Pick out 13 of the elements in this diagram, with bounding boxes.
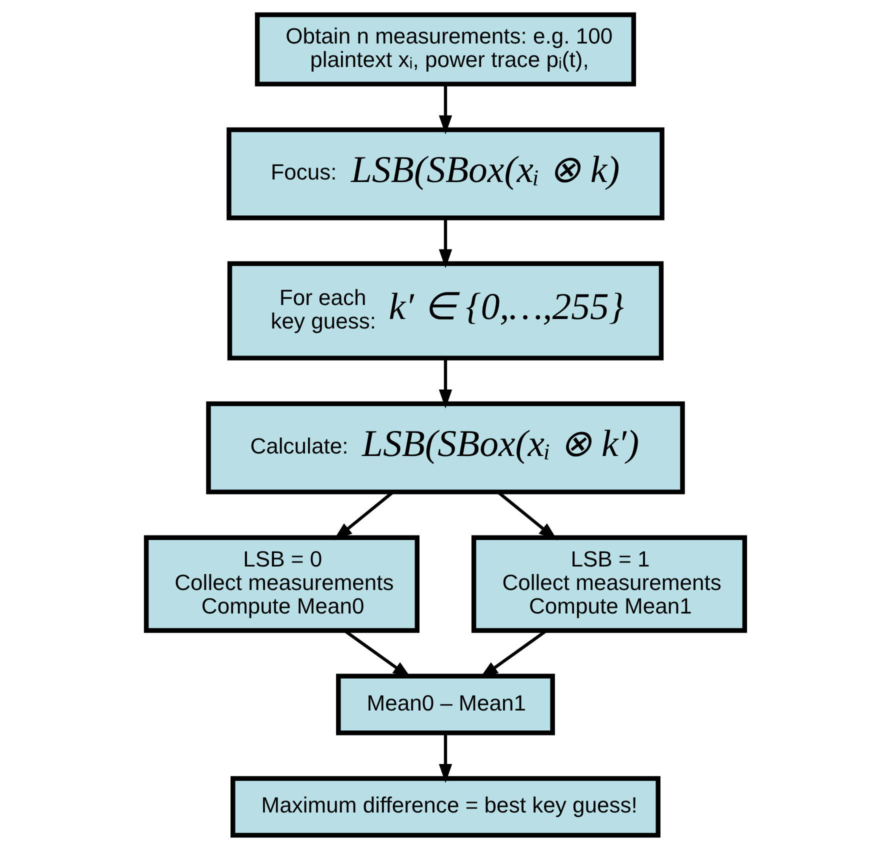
arrow (438, 358, 452, 408)
node-box: LSB = 0 Collect measurements Compute Mean0 (144, 535, 420, 633)
node-box: Obtain n measurements: e.g. 100 plaintext xᵢ, power trace pᵢ(t), (254, 12, 636, 86)
node-box: Focus: LSB(SBox(xᵢ ⊗ k) (226, 127, 664, 220)
node-box: Mean0 – Mean1 (336, 674, 555, 736)
arrow (497, 491, 558, 540)
node-box: LSB = 1 Collect measurements Compute Mean1 (471, 535, 748, 633)
node-box: Calculate: LSB(SBox(xᵢ ⊗ k′) (206, 401, 685, 494)
arrow (333, 491, 394, 540)
arrow (438, 218, 452, 268)
node-box: Maximum difference = best key guess! (230, 776, 660, 838)
arrow (438, 733, 452, 783)
arrow (438, 84, 452, 134)
